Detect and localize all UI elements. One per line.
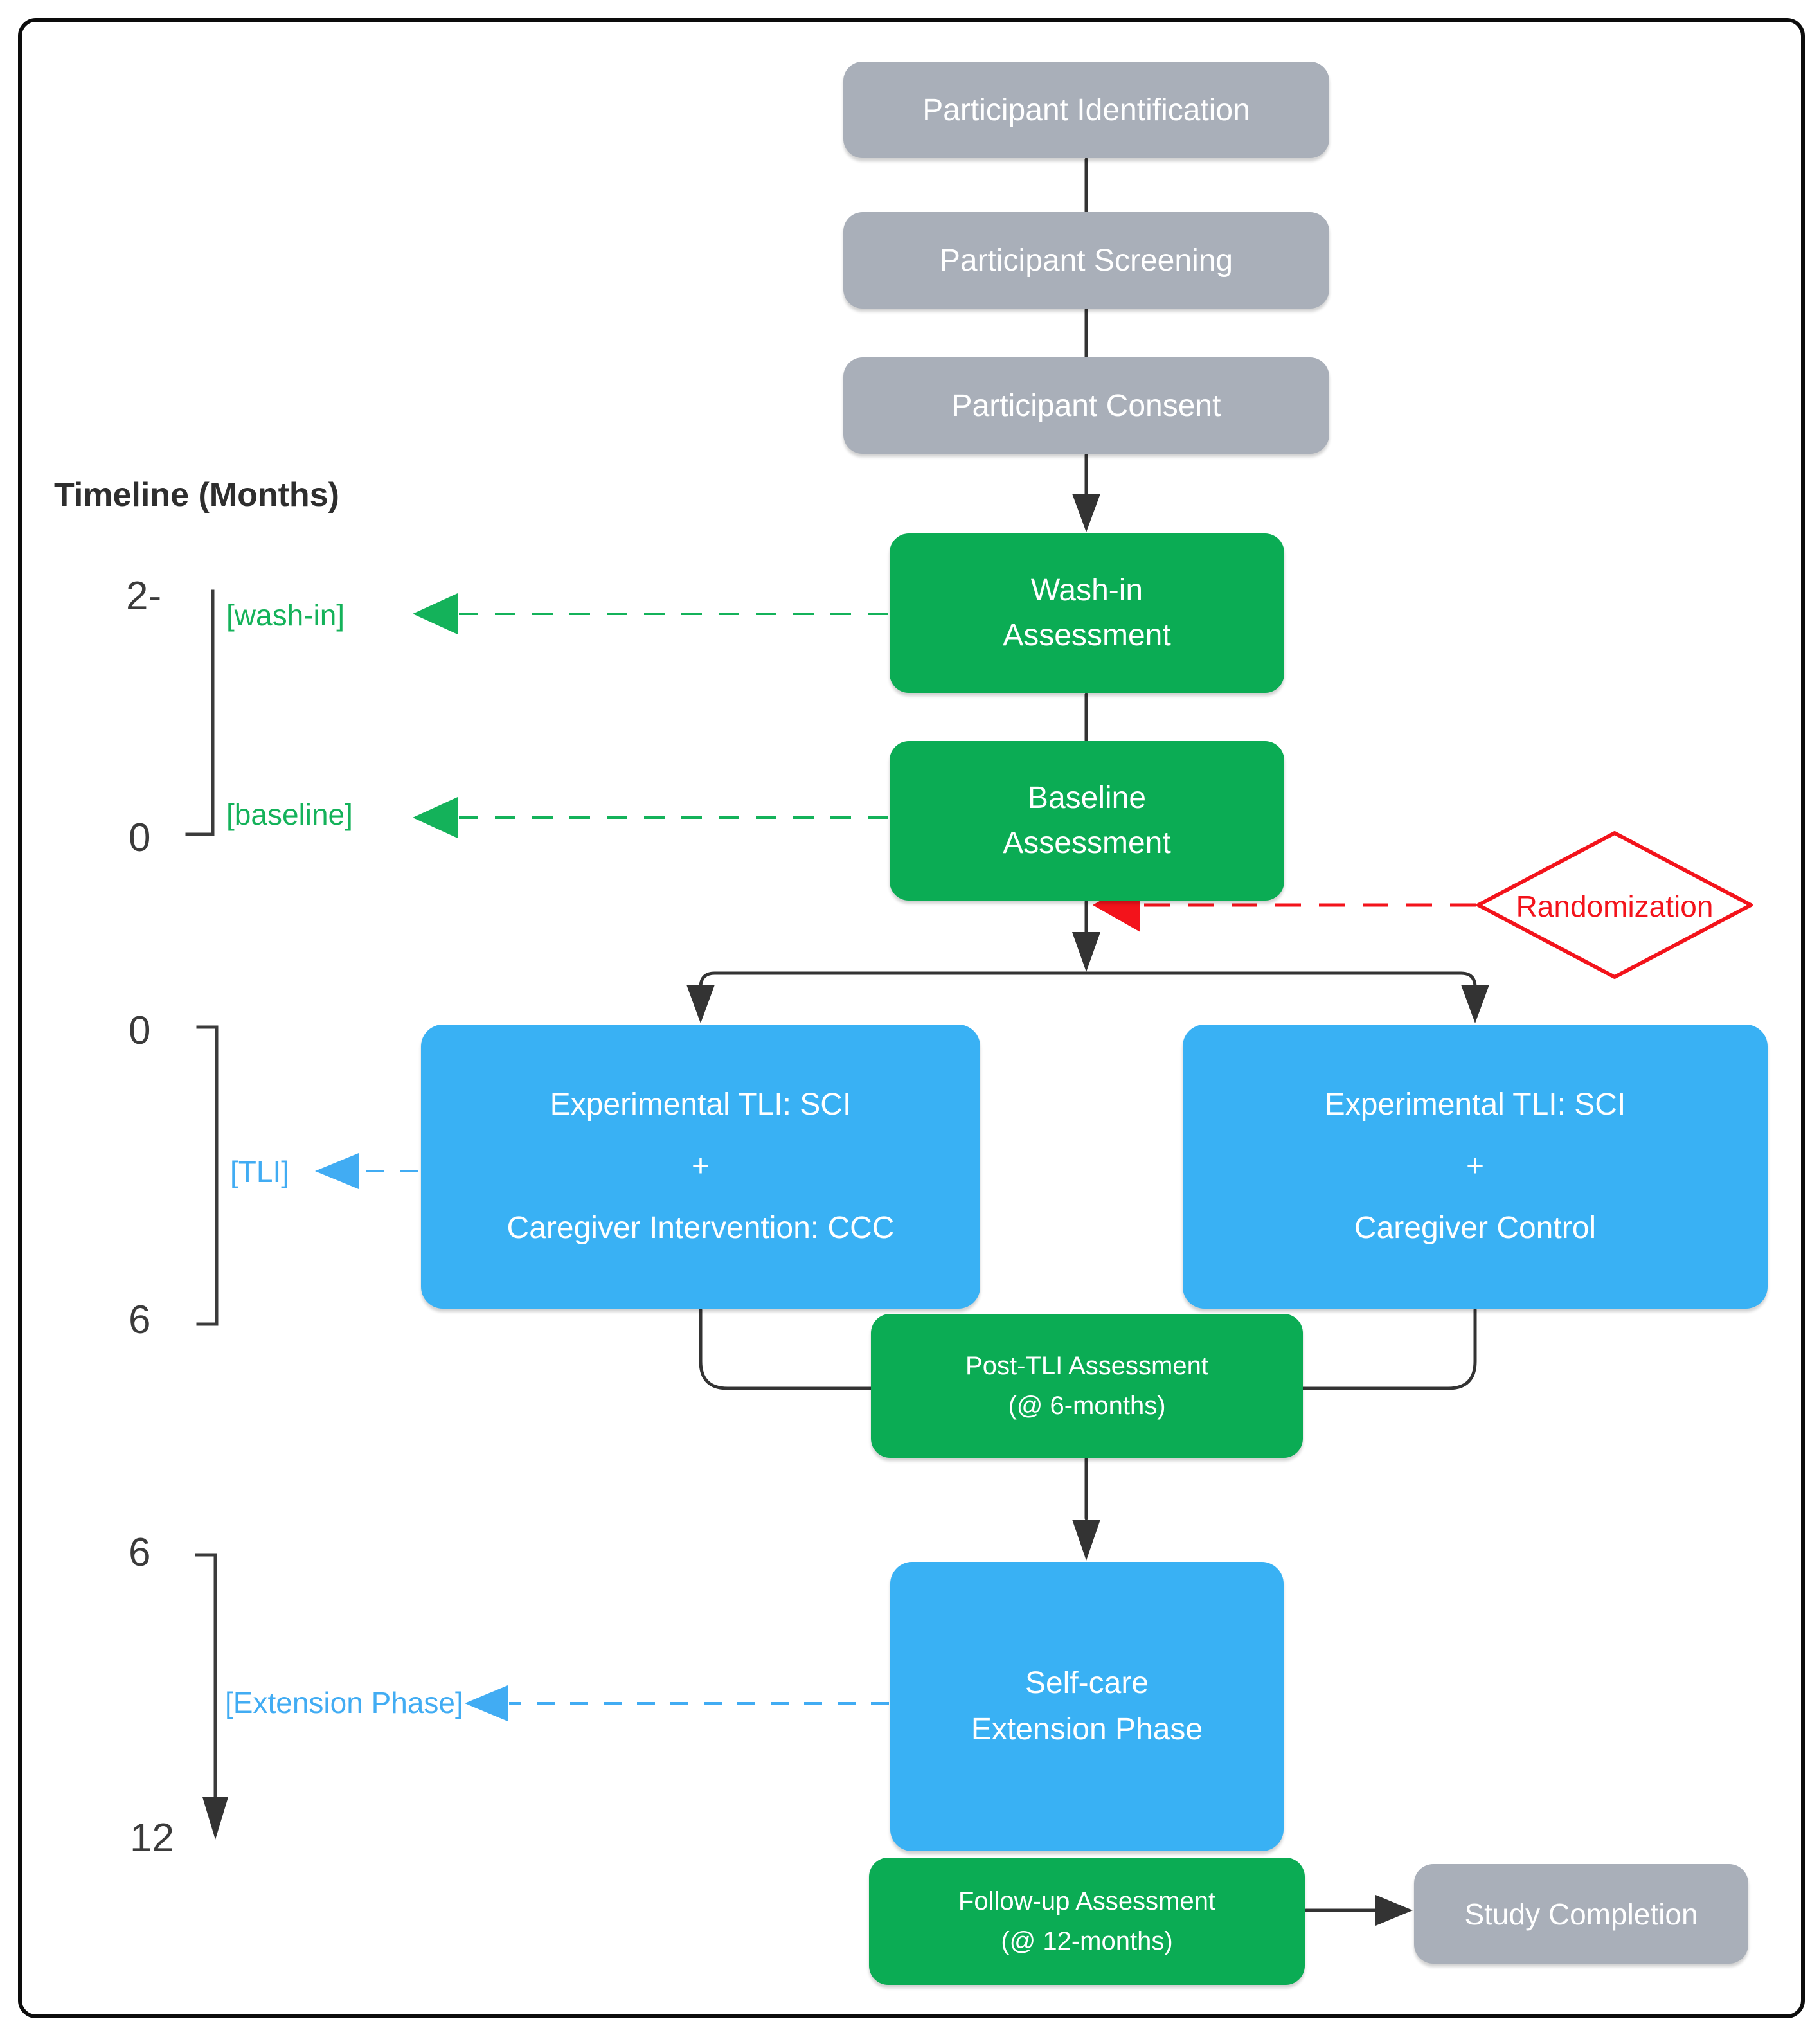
node-participant-screening: Participant Screening <box>843 212 1329 309</box>
timeline-title: Timeline (Months) <box>54 476 339 514</box>
extension-arrowhead <box>465 1685 508 1721</box>
phase-label-baseline: [baseline] <box>226 798 353 831</box>
node-participant-identification: Participant Identification <box>843 62 1329 158</box>
arrowhead-branch-left-arm <box>686 985 715 1023</box>
tick-tli-start: 0 <box>129 1009 151 1053</box>
randomization-label: Randomization <box>1516 890 1714 923</box>
bracket-extension <box>195 1553 217 1800</box>
node-wash-in-assessment: Wash-in Assessment <box>890 533 1284 693</box>
tick-tli-end: 6 <box>129 1298 151 1342</box>
bracket-wash-in <box>185 589 215 836</box>
node-selfcare-extension-phase: Self-care Extension Phase <box>890 1562 1284 1851</box>
connector-leftarm-posttli <box>699 1308 874 1390</box>
phase-label-extension: [Extension Phase] <box>225 1686 463 1719</box>
arrowhead-branch-right-arm <box>1461 985 1489 1023</box>
tick-wash-in-end: 0 <box>129 816 151 860</box>
node-study-completion: Study Completion <box>1414 1864 1748 1964</box>
tick-wash-in-start: 2- <box>126 574 162 618</box>
tick-extension-end: 12 <box>130 1816 174 1860</box>
branch-split-line <box>699 971 1477 989</box>
node-arm-intervention: Experimental TLI: SCI + Caregiver Interv… <box>421 1025 980 1309</box>
diagram-border <box>18 18 1805 2018</box>
node-arm-control: Experimental TLI: SCI + Caregiver Contro… <box>1183 1025 1768 1309</box>
randomization-diamond <box>1476 831 1753 979</box>
node-follow-up-assessment: Follow-up Assessment (@ 12-months) <box>869 1858 1305 1985</box>
connector-rightarm-posttli <box>1300 1308 1477 1390</box>
washin-arrowhead <box>413 593 458 634</box>
phase-label-wash-in: [wash-in] <box>226 598 345 632</box>
tli-arrowhead <box>315 1153 359 1189</box>
node-baseline-assessment: Baseline Assessment <box>890 741 1284 901</box>
baseline-arrowhead <box>413 797 458 838</box>
arrowhead-baseline-branch <box>1072 932 1100 972</box>
node-post-tli-assessment: Post-TLI Assessment (@ 6-months) <box>871 1314 1303 1458</box>
bracket-tli <box>196 1025 219 1326</box>
arrowhead-consent-washin <box>1072 494 1100 532</box>
tick-extension-start: 6 <box>129 1530 151 1575</box>
arrowhead-posttli-selfcare <box>1072 1520 1100 1561</box>
phase-label-tli: [TLI] <box>230 1155 290 1188</box>
arrowhead-extension-bracket <box>202 1797 228 1840</box>
arrowhead-followup-completion <box>1375 1895 1413 1926</box>
node-participant-consent: Participant Consent <box>843 357 1329 454</box>
